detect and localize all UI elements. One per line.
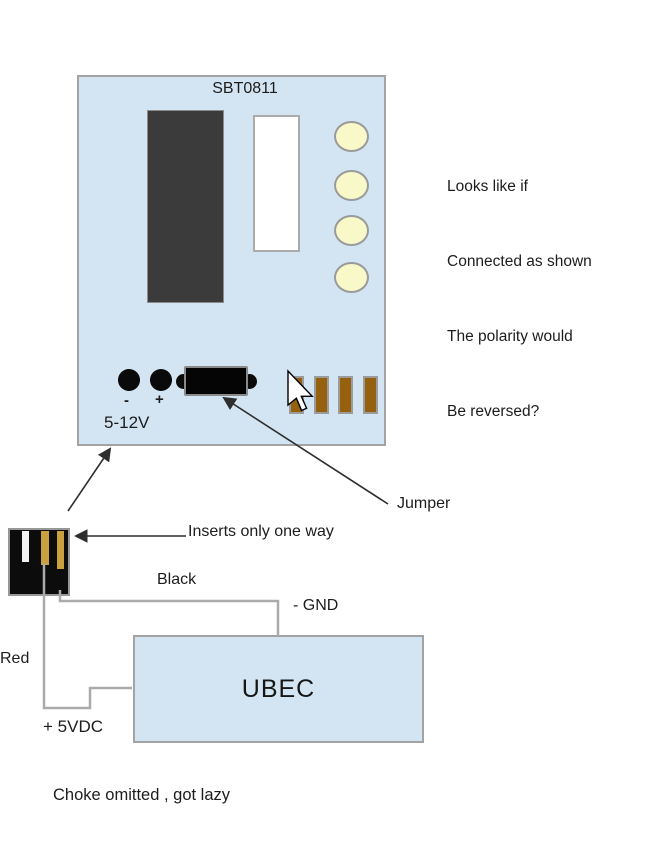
polarity-note: Looks like if Connected as shown The pol… [447,124,592,474]
note-line-3: The polarity would [447,328,573,345]
ubec-box: UBEC [133,635,424,743]
led-indicator-2 [334,170,369,201]
jumper-block [184,366,248,396]
jumper-callout-label: Jumper [397,495,451,512]
connector-pin-gold-2 [57,531,64,569]
note-line-4: Be reversed? [447,403,540,420]
solder-pad-2 [314,376,329,414]
ubec-label: UBEC [241,674,316,703]
inserts-callout-label: Inserts only one way [188,523,334,540]
voltage-range-label: 5-12V [104,413,150,432]
note-line-2: Connected as shown [447,253,592,270]
led-indicator-3 [334,215,369,246]
solder-pad-3 [338,376,353,414]
red-wire-label: Red [0,650,30,667]
gnd-label: - GND [293,597,339,614]
board-title: SBT0811 [212,80,278,97]
gnd-wire [58,590,280,636]
solder-pad-4 [363,376,378,414]
terminal-dot-negative [118,369,140,391]
chip-component [147,110,224,303]
choke-note: Choke omitted , got lazy [53,786,231,804]
led-indicator-1 [334,121,369,152]
black-wire-label: Black [157,571,197,588]
plus-terminal-label: + [155,391,164,408]
connector-pin-gold-1 [41,531,49,565]
white-slot-component [253,115,300,252]
connector-pin-white [22,531,29,562]
led-indicator-4 [334,262,369,293]
terminal-dot-positive [150,369,172,391]
board-power-arrow [67,447,112,512]
solder-pad-1 [289,376,304,414]
minus-terminal-label: - [124,392,129,409]
note-line-1: Looks like if [447,178,528,195]
five-vdc-label: + 5VDC [43,717,103,736]
